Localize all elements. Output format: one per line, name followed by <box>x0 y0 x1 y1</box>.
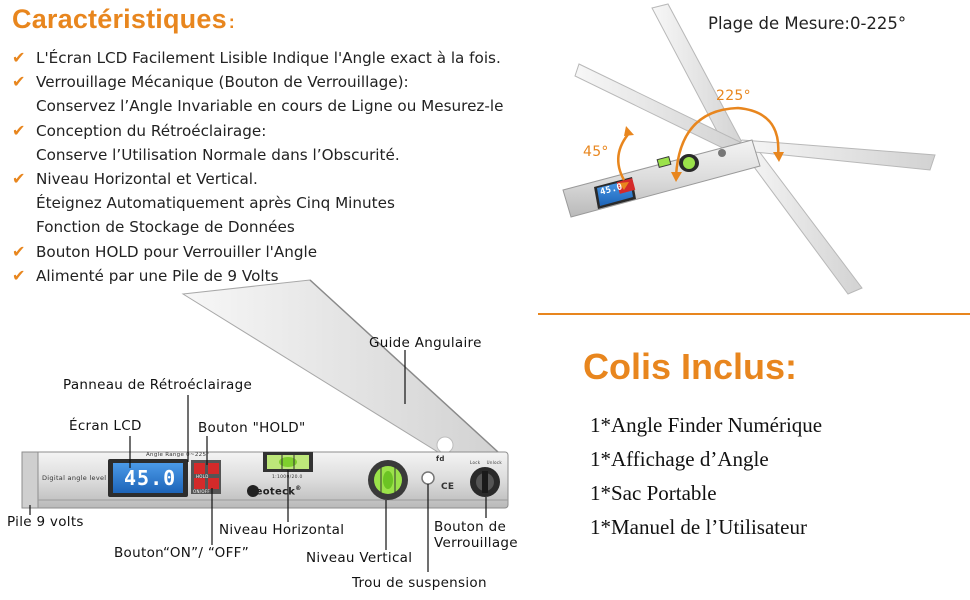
feature-item: ✔ Verrouillage Mécanique (Bouton de Verr… <box>12 70 577 118</box>
feature-list: ✔ L'Écran LCD Facilement Lisible Indique… <box>12 46 577 288</box>
device-scale-text: 1:1000/20.0 <box>272 475 303 480</box>
device-hold-text: HOLD <box>196 474 209 479</box>
package-item: 1*Manuel de l’Utilisateur <box>590 515 807 539</box>
label-lcd-screen: Écran LCD <box>69 418 142 434</box>
brand-name: Neoteck <box>247 486 296 498</box>
feature-line: L'Écran LCD Facilement Lisible Indique l… <box>36 49 501 67</box>
features-title-text: Caractéristiques <box>12 4 227 34</box>
package-item: 1*Affichage d’Angle <box>590 447 769 471</box>
feature-line: Conception du Rétroéclairage: <box>36 121 267 140</box>
label-backlight-panel: Panneau de Rétroéclairage <box>63 377 253 393</box>
ce-mark: CE <box>441 482 455 492</box>
section-divider <box>538 313 970 315</box>
label-horizontal-level: Niveau Horizontal <box>219 522 345 538</box>
label-on-off-button: Bouton“ON”/ “OFF” <box>114 545 250 561</box>
label-hanging-hole: Trou de suspension <box>352 575 487 591</box>
arrow-down-left-icon <box>671 172 682 182</box>
checkmark-icon: ✔ <box>12 120 26 140</box>
feature-line: Verrouillage Mécanique (Bouton de Verrou… <box>36 73 409 92</box>
angle-225-label: 225° <box>716 88 751 104</box>
range-arm-flat <box>734 139 936 171</box>
device-model-text: Digital angle level <box>42 474 107 482</box>
feature-item: ✔ Alimenté par une Pile de 9 Volts <box>12 264 577 288</box>
package-list: 1*Angle Finder Numérique 1*Affichage d’A… <box>590 408 822 544</box>
label-lock-line1: Bouton de <box>434 519 507 535</box>
package-title: Colis Inclus: <box>583 346 798 387</box>
feature-text: Verrouillage Mécanique (Bouton de Verrou… <box>36 70 503 118</box>
features-title: Caractéristiques: <box>12 4 235 35</box>
checkmark-icon: ✔ <box>12 48 26 67</box>
feature-line: Éteignez Automatiquement après Cinq Minu… <box>36 194 395 213</box>
device-onoff-text: ON/OFF <box>193 489 211 494</box>
feature-text: Bouton HOLD pour Verrouiller l'Angle <box>36 240 317 264</box>
label-vertical-level: Niveau Vertical <box>306 550 413 566</box>
device-range-text: Angle Range 0~225° <box>146 452 210 458</box>
label-angular-guide: Guide Angulaire <box>369 335 482 351</box>
range-arm-diagonal <box>739 141 863 295</box>
feature-text: L'Écran LCD Facilement Lisible Indique l… <box>36 46 501 70</box>
feature-item: ✔ Niveau Horizontal et Vertical. Éteigne… <box>12 167 577 240</box>
feature-line: Niveau Horizontal et Vertical. <box>36 170 258 189</box>
arc-45-icon <box>617 131 631 181</box>
arrow-up-icon <box>624 126 634 136</box>
checkmark-icon: ✔ <box>12 72 26 92</box>
device-fd-text: fd <box>436 455 445 463</box>
brand-mark: ® <box>295 485 302 492</box>
device-lcd-readout: 45.0 <box>124 466 177 490</box>
arrow-down-right-icon <box>773 152 784 162</box>
feature-line: Bouton HOLD pour Verrouiller l'Angle <box>36 242 318 261</box>
feature-line: Conservez l’Angle Invariable en cours de… <box>36 97 504 116</box>
package-item: 1*Angle Finder Numérique <box>590 413 823 437</box>
range-arm-upper <box>574 63 741 155</box>
feature-line: Alimenté par une Pile de 9 Volts <box>36 266 279 285</box>
feature-text: Niveau Horizontal et Vertical. Éteignez … <box>36 167 395 240</box>
checkmark-icon: ✔ <box>12 265 26 285</box>
feature-text: Alimenté par une Pile de 9 Volts <box>36 264 279 288</box>
feature-item: ✔ Bouton HOLD pour Verrouiller l'Angle <box>12 240 577 264</box>
device-brand: Neoteck® <box>247 485 302 497</box>
device-lock-text: Lock Unlock <box>470 460 502 465</box>
feature-line: Fonction de Stockage de Données <box>36 218 295 237</box>
arc-225-icon <box>674 106 780 177</box>
checkmark-icon: ✔ <box>12 169 26 189</box>
features-title-colon: : <box>228 12 235 32</box>
label-hold-button: Bouton "HOLD" <box>198 420 306 436</box>
angle-45-label: 45° <box>583 144 609 160</box>
label-lock-line2: Verrouillage <box>434 535 518 551</box>
feature-item: ✔ L'Écran LCD Facilement Lisible Indique… <box>12 46 577 70</box>
feature-line: Conserve l’Utilisation Normale dans l’Ob… <box>36 145 400 164</box>
checkmark-icon: ✔ <box>12 241 26 261</box>
label-lock-button: Bouton de Verrouillage <box>434 519 518 551</box>
label-battery: Pile 9 volts <box>7 514 84 530</box>
feature-text: Conception du Rétroéclairage: Conserve l… <box>36 119 400 167</box>
feature-item: ✔ Conception du Rétroéclairage: Conserve… <box>12 119 577 167</box>
measuring-range-text: Plage de Mesure:0-225° <box>708 14 907 33</box>
range-lcd-readout: 45.0 <box>599 182 624 198</box>
package-item: 1*Sac Portable <box>590 481 717 505</box>
